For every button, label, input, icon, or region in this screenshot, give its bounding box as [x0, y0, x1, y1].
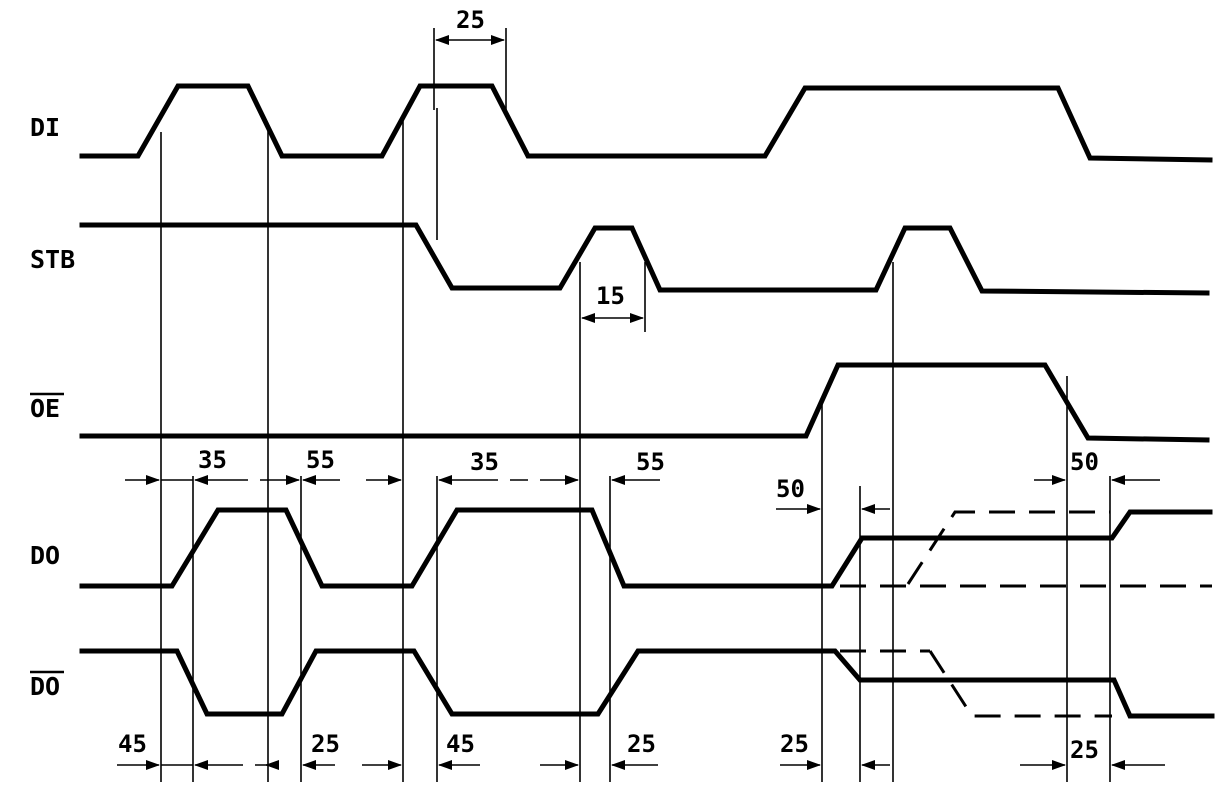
label-oe: OE	[30, 394, 60, 423]
waveform-di	[79, 83, 1213, 163]
dim-dobar-rise-1-value: 25	[311, 730, 340, 758]
waveform-do-bar-hiz-low	[928, 650, 1112, 718]
dim-row-do-bar: 45 25 45 25 25 25	[117, 730, 1165, 770]
reference-lines	[160, 28, 1111, 782]
label-do-bar-group: DO	[30, 670, 64, 701]
dim-do-rise-2-value: 35	[470, 448, 499, 476]
dim-stb-width: 15	[581, 282, 644, 323]
dim-do-rise-1-value: 35	[198, 446, 227, 474]
waveform-do-hiz-high	[906, 510, 1110, 585]
dim-oe-do-dis-value: 50	[1070, 448, 1099, 476]
label-do-bar: DO	[30, 672, 60, 701]
dim-dobar-fall-2-value: 45	[446, 730, 475, 758]
dim-di-stb-value: 25	[456, 6, 485, 34]
dim-do-fall-1-value: 55	[306, 446, 335, 474]
dim-di-stb: 25	[435, 6, 505, 45]
waveform-do-bar	[79, 648, 1215, 719]
dim-row-do: 35 55 35 55 50 50	[125, 446, 1160, 514]
dim-dobar-fall-1-value: 45	[118, 730, 147, 758]
dim-oe-do-en-value: 50	[776, 475, 805, 503]
waveform-do	[79, 507, 1213, 589]
label-oe-group: OE	[30, 392, 64, 423]
dim-dobar-rise-2-value: 25	[627, 730, 656, 758]
label-stb: STB	[30, 245, 75, 274]
dim-stb-width-value: 15	[596, 282, 625, 310]
label-do: DO	[30, 541, 60, 570]
dim-dobar-dis-value: 25	[1070, 736, 1099, 764]
label-di: DI	[30, 113, 60, 142]
waveform-oe	[79, 362, 1210, 443]
dim-do-fall-2-value: 55	[636, 448, 665, 476]
waveform-stb	[79, 222, 1210, 296]
dim-dobar-en-value: 25	[780, 730, 809, 758]
